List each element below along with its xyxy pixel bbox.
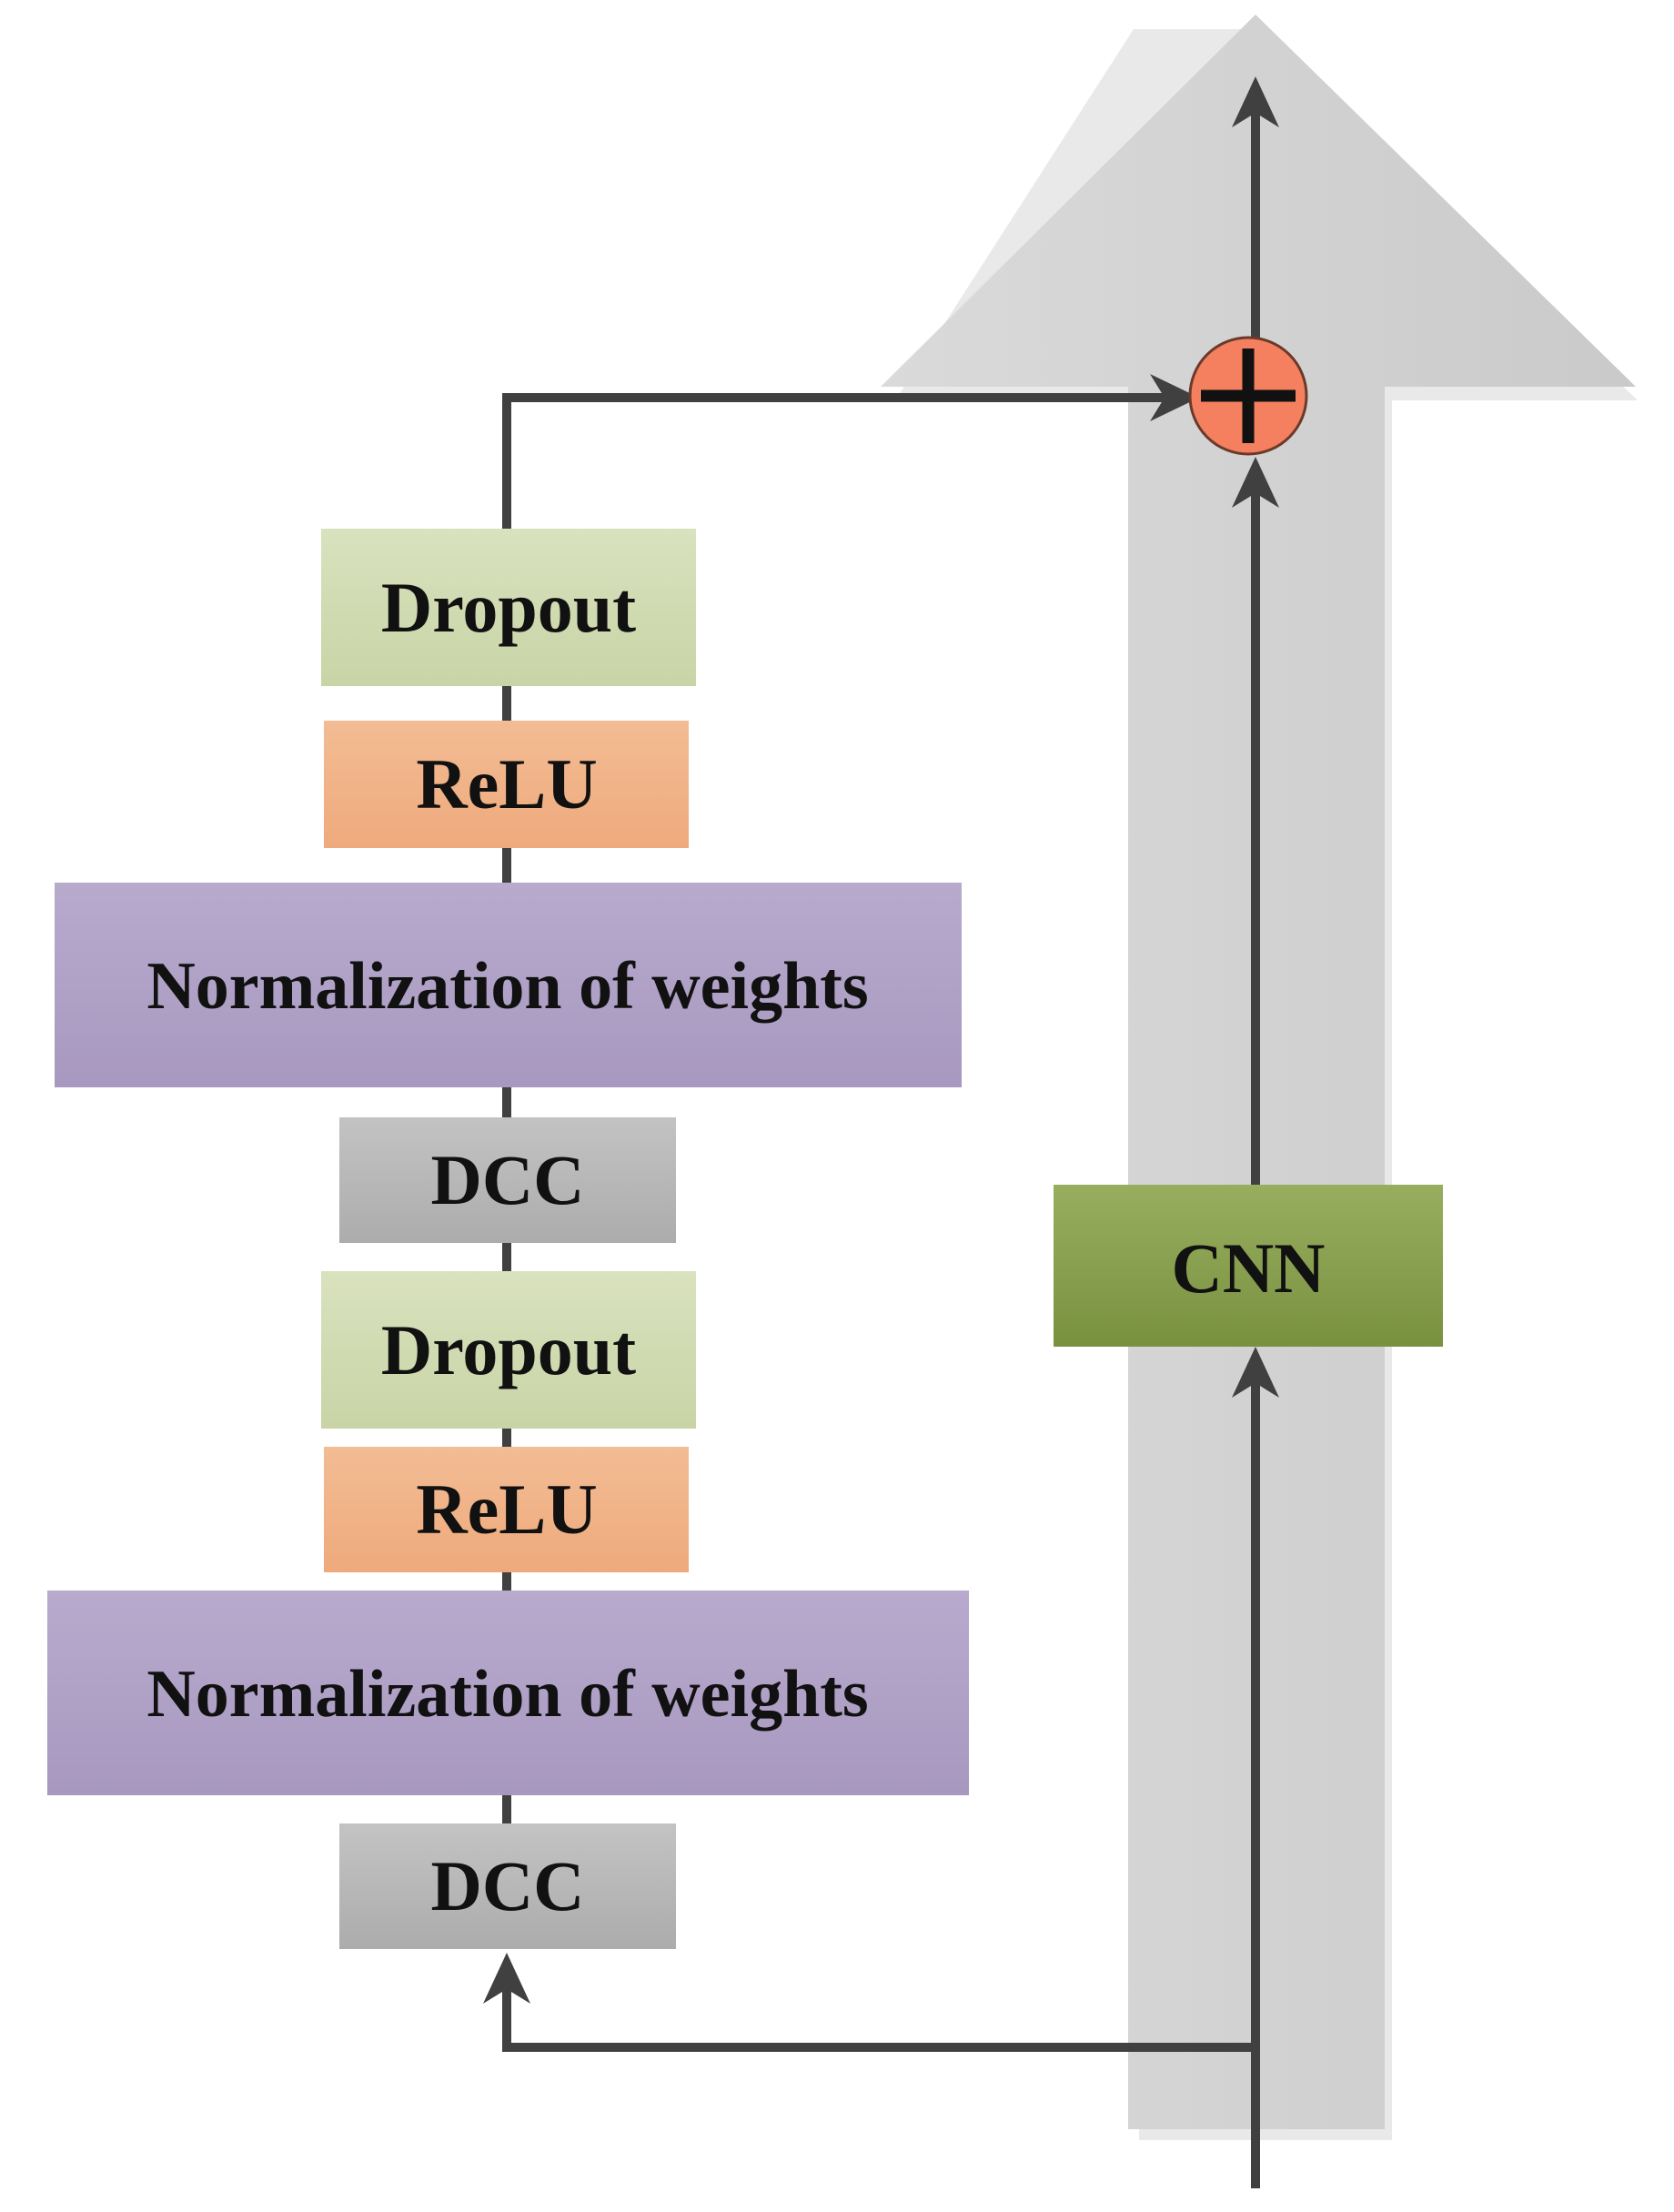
dropout-bottom-box: Dropout (321, 1271, 696, 1429)
skip-line (502, 393, 1175, 529)
cnn-label: CNN (1172, 1228, 1326, 1308)
norm-bottom-box: Normalization of weights (47, 1591, 969, 1795)
skip-arrowhead (1150, 374, 1199, 421)
output-arrowhead (1232, 76, 1279, 127)
relu-top-box: ReLU (324, 721, 689, 848)
main-path (1232, 76, 1279, 2188)
dropout-top-box: Dropout (321, 529, 696, 686)
norm-top-label: Normalization of weights (146, 949, 868, 1024)
cnn-box: CNN (1054, 1185, 1443, 1347)
relu-bottom-label: ReLU (416, 1470, 597, 1549)
dcc-bottom-label: DCC (431, 1846, 585, 1925)
relu-bottom-box: ReLU (324, 1447, 689, 1572)
input-branch-path (483, 1953, 1256, 2052)
norm-top-box: Normalization of weights (55, 883, 962, 1087)
dcc-top-box: DCC (339, 1117, 676, 1243)
dropout-bottom-label: Dropout (381, 1310, 636, 1389)
skip-path-to-sum (502, 374, 1199, 529)
relu-top-label: ReLU (416, 744, 597, 823)
sum-node (1188, 336, 1308, 456)
dcc-bottom-box: DCC (339, 1823, 676, 1949)
input-branch-line (502, 1984, 1256, 2052)
plus-icon (1201, 348, 1296, 443)
cnn-input-arrowhead (1232, 1347, 1279, 1398)
norm-bottom-label: Normalization of weights (146, 1657, 868, 1732)
dcc-top-label: DCC (431, 1140, 585, 1219)
dropout-top-label: Dropout (381, 568, 636, 647)
input-branch-arrowhead (483, 1953, 530, 2004)
sum-input-arrowhead (1232, 457, 1279, 508)
